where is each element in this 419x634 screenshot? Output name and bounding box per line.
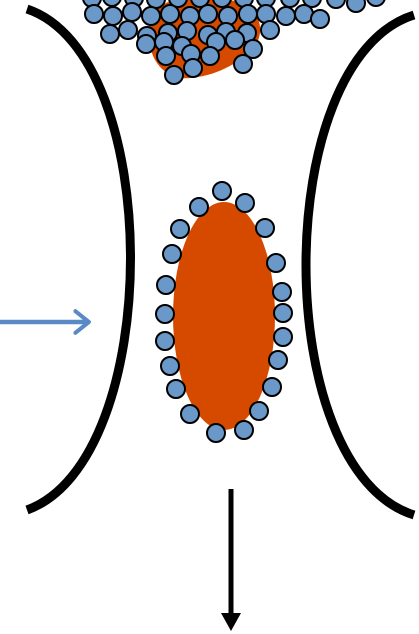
left-wall xyxy=(27,9,131,510)
particle xyxy=(256,219,274,237)
particle xyxy=(347,0,365,12)
particle xyxy=(171,220,189,238)
particle xyxy=(311,10,329,28)
particle xyxy=(250,402,268,420)
particle xyxy=(281,0,299,7)
outflow-arrow xyxy=(221,489,241,631)
particle xyxy=(157,276,175,294)
particle xyxy=(85,5,103,23)
particle xyxy=(119,21,137,39)
particle xyxy=(273,283,291,301)
particle xyxy=(165,66,183,84)
particle xyxy=(181,405,199,423)
particle xyxy=(137,35,155,53)
upper-cluster xyxy=(83,0,385,84)
particle xyxy=(167,380,185,398)
particle xyxy=(199,5,217,23)
particle xyxy=(235,421,253,439)
outflow-arrow-head xyxy=(221,613,241,631)
particle xyxy=(261,21,279,39)
particle xyxy=(157,47,175,65)
particle xyxy=(190,198,208,216)
particle xyxy=(274,328,292,346)
particle xyxy=(184,59,202,77)
particle xyxy=(101,25,119,43)
particle xyxy=(161,5,179,23)
particle xyxy=(213,182,231,200)
particle xyxy=(274,304,292,322)
particle xyxy=(226,31,244,49)
particle xyxy=(142,7,160,25)
particle xyxy=(263,378,281,396)
particle xyxy=(163,245,181,263)
particle xyxy=(269,351,287,369)
particle xyxy=(104,7,122,25)
particle xyxy=(207,424,225,442)
particle xyxy=(123,3,141,21)
coated-droplet xyxy=(156,182,292,442)
particle xyxy=(156,332,174,350)
particle xyxy=(367,0,385,6)
particle xyxy=(156,305,174,323)
particle xyxy=(236,194,254,212)
particle xyxy=(277,7,295,25)
particle xyxy=(234,55,252,73)
particle xyxy=(267,254,285,272)
particle xyxy=(103,0,121,6)
upper-particle-group xyxy=(83,0,385,84)
particle xyxy=(327,0,345,8)
particle xyxy=(239,5,257,23)
particle xyxy=(161,357,179,375)
particle xyxy=(201,47,219,65)
right-wall xyxy=(306,15,414,515)
